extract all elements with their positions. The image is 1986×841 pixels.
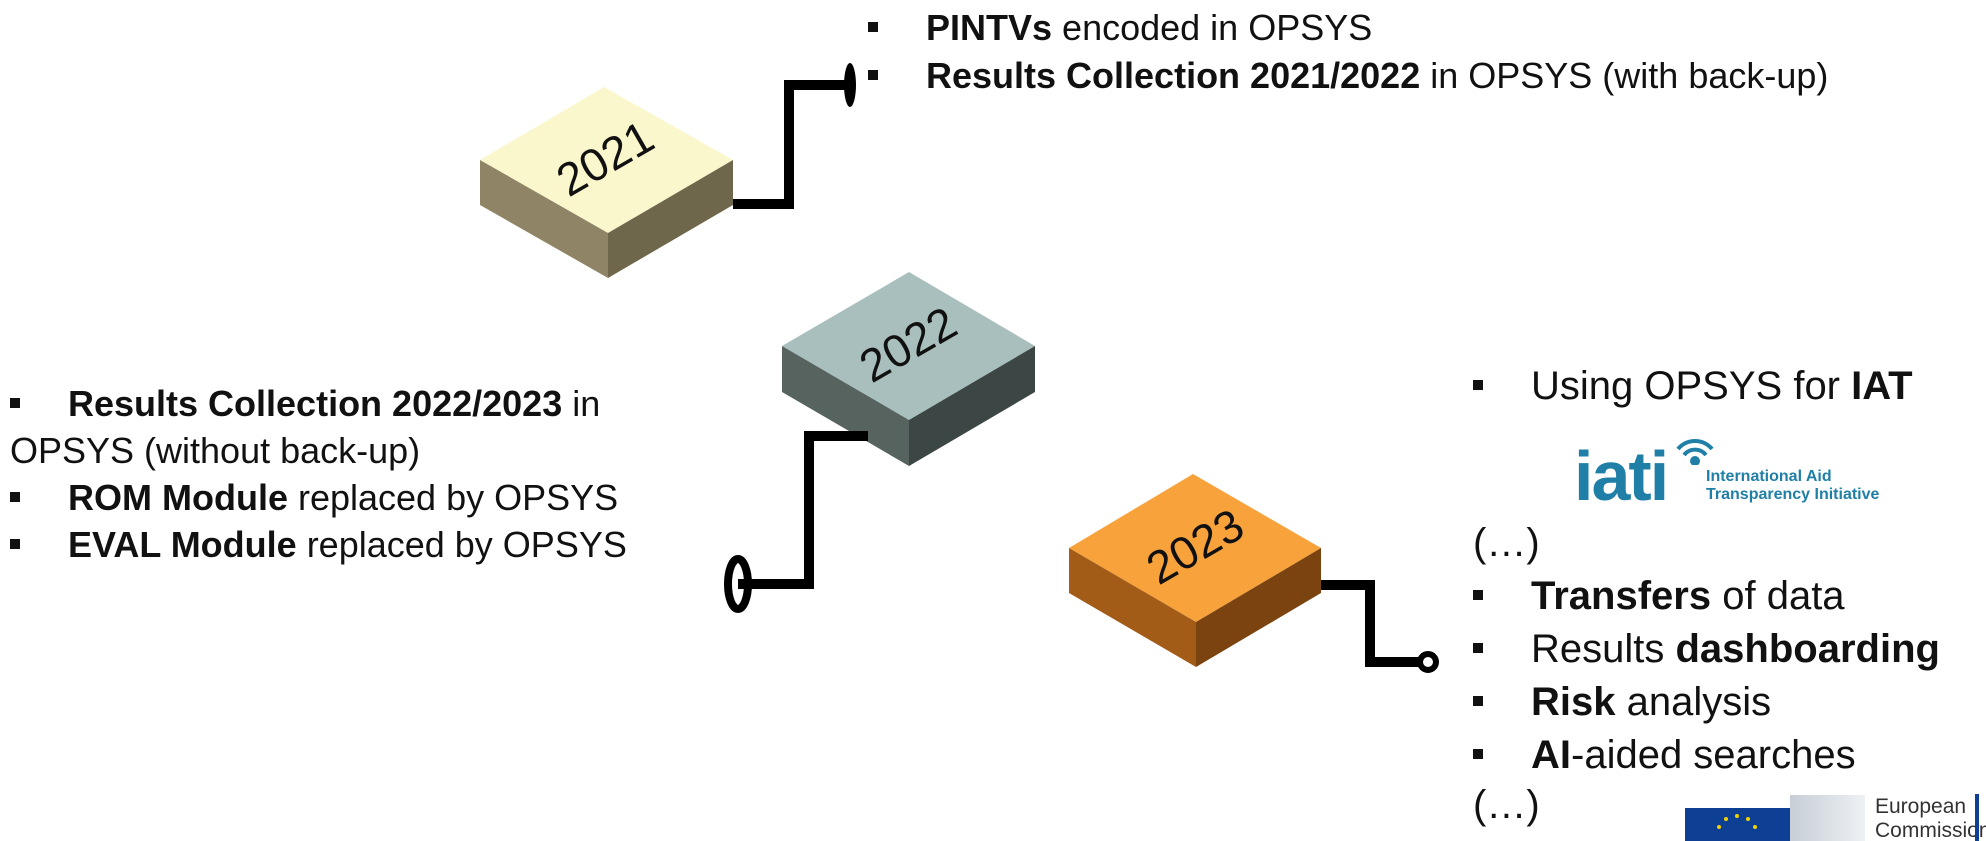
list-2023: Transfers of data Results dashboarding R… — [1473, 570, 1940, 782]
list-item: Risk analysis — [1473, 676, 1940, 729]
connector-2022 — [724, 431, 868, 613]
year-block-2021: 2021 — [480, 87, 733, 278]
year-block-2023: 2023 — [1069, 474, 1321, 667]
ellipsis-top: (…) — [1473, 521, 1540, 565]
list-item: EVAL Module replaced by OPSYS — [10, 521, 627, 568]
european-commission-logo: European Commission — [1685, 790, 1986, 841]
list-item: Results dashboarding — [1473, 623, 1940, 676]
list-2023-iat: Using OPSYS for IAT — [1473, 360, 1913, 414]
berlaymont-building-icon — [1790, 795, 1865, 841]
list-item: PINTVs encoded in OPSYS — [868, 4, 1828, 52]
year-block-2022: 2022 — [782, 272, 1035, 466]
list-2021: PINTVs encoded in OPSYS Results Collecti… — [868, 4, 1828, 100]
list-item: Transfers of data — [1473, 570, 1940, 623]
connector-2023 — [1321, 580, 1439, 673]
ec-logo-text: European Commission — [1875, 795, 1986, 841]
iati-logo: iati International Aid Transparency Init… — [1574, 435, 1914, 515]
iati-wordmark: iati — [1574, 437, 1669, 515]
list-item: Results Collection 2021/2022 in OPSYS (w… — [868, 52, 1828, 100]
connector-2021 — [733, 63, 856, 209]
ec-logo-bar — [1975, 794, 1979, 841]
eu-flag-icon — [1685, 808, 1790, 841]
iati-tagline: International Aid Transparency Initiativ… — [1706, 468, 1880, 503]
list-item: Using OPSYS for IAT — [1473, 360, 1913, 414]
list-item: ROM Module replaced by OPSYS — [10, 474, 627, 521]
ellipsis-bottom: (…) — [1473, 783, 1540, 827]
list-item: AI-aided searches — [1473, 729, 1940, 782]
